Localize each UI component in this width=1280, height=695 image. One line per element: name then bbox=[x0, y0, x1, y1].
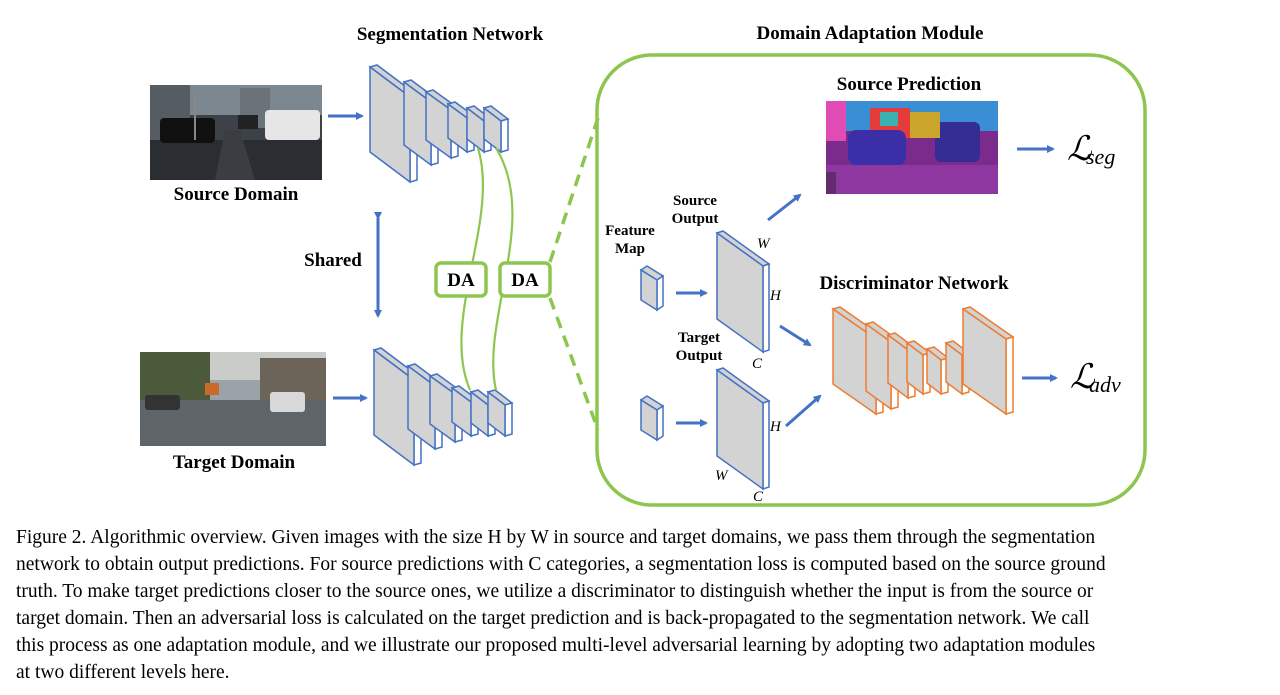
da-label-2: DA bbox=[511, 270, 539, 291]
da-label-1: DA bbox=[447, 270, 475, 291]
source-output-to-prediction-arrow bbox=[767, 193, 802, 222]
feature-map-label-line1: Feature bbox=[605, 223, 655, 239]
segmentation-network-title: Segmentation Network bbox=[357, 24, 544, 45]
target-output-w: W bbox=[715, 468, 729, 484]
caption-line-1: Figure 2. Algorithmic overview. Given im… bbox=[16, 527, 1096, 548]
source-domain-image bbox=[150, 85, 322, 180]
source-prediction-image bbox=[826, 101, 998, 194]
source-segmentation-network bbox=[368, 64, 510, 184]
feature-map-label-line2: Map bbox=[615, 241, 645, 257]
caption-line-5: this process as one adaptation module, a… bbox=[16, 635, 1096, 656]
target-domain-image bbox=[140, 352, 326, 446]
seg-loss-symbol: ℒ bbox=[1067, 131, 1093, 168]
discriminator-network bbox=[831, 306, 1015, 416]
source-output-label-line1: Source bbox=[673, 193, 717, 209]
source-output-c: C bbox=[752, 356, 763, 372]
adv-loss-symbol: ℒ bbox=[1070, 359, 1096, 396]
source-output-to-discriminator-arrow bbox=[779, 324, 812, 347]
source-domain-label: Source Domain bbox=[174, 184, 299, 205]
caption-line-6: at two different levels here. bbox=[16, 662, 230, 683]
target-output-h: H bbox=[769, 419, 782, 435]
source-output-w: W bbox=[757, 236, 771, 252]
source-feature-map bbox=[639, 265, 665, 312]
target-output-c: C bbox=[753, 489, 764, 505]
source-output-volume bbox=[715, 230, 771, 354]
caption-line-2: network to obtain output predictions. Fo… bbox=[16, 554, 1106, 575]
seg-loss-subscript: seg bbox=[1086, 144, 1115, 169]
target-segmentation-network bbox=[372, 347, 514, 467]
domain-adaptation-title: Domain Adaptation Module bbox=[757, 23, 984, 44]
target-domain-label: Target Domain bbox=[173, 452, 296, 473]
figure-diagram: Segmentation Network Domain Adaptation M… bbox=[140, 23, 1147, 507]
source-output-h: H bbox=[769, 288, 782, 304]
target-output-label-line1: Target bbox=[678, 330, 720, 346]
target-feature-map bbox=[639, 395, 665, 442]
shared-label: Shared bbox=[304, 250, 362, 271]
source-output-label-line2: Output bbox=[672, 211, 719, 227]
caption-line-3: truth. To make target predictions closer… bbox=[16, 581, 1094, 602]
discriminator-title: Discriminator Network bbox=[819, 273, 1009, 294]
source-prediction-title: Source Prediction bbox=[837, 74, 982, 95]
target-output-to-discriminator-arrow bbox=[785, 394, 822, 428]
module-dashed-connectors bbox=[548, 117, 600, 431]
caption-line-4: target domain. Then an adversarial loss … bbox=[16, 608, 1090, 629]
target-output-volume bbox=[715, 367, 771, 491]
adv-loss-subscript: adv bbox=[1089, 372, 1121, 397]
da-box-1: DA bbox=[434, 261, 488, 298]
domain-adaptation-module bbox=[595, 53, 1147, 507]
figure-caption: Figure 2. Algorithmic overview. Given im… bbox=[16, 524, 1268, 686]
target-output-label-line2: Output bbox=[676, 348, 723, 364]
adversarial-loss: ℒ adv bbox=[1070, 359, 1121, 397]
segmentation-loss: ℒ seg bbox=[1067, 131, 1115, 169]
da-box-2: DA bbox=[498, 261, 552, 298]
